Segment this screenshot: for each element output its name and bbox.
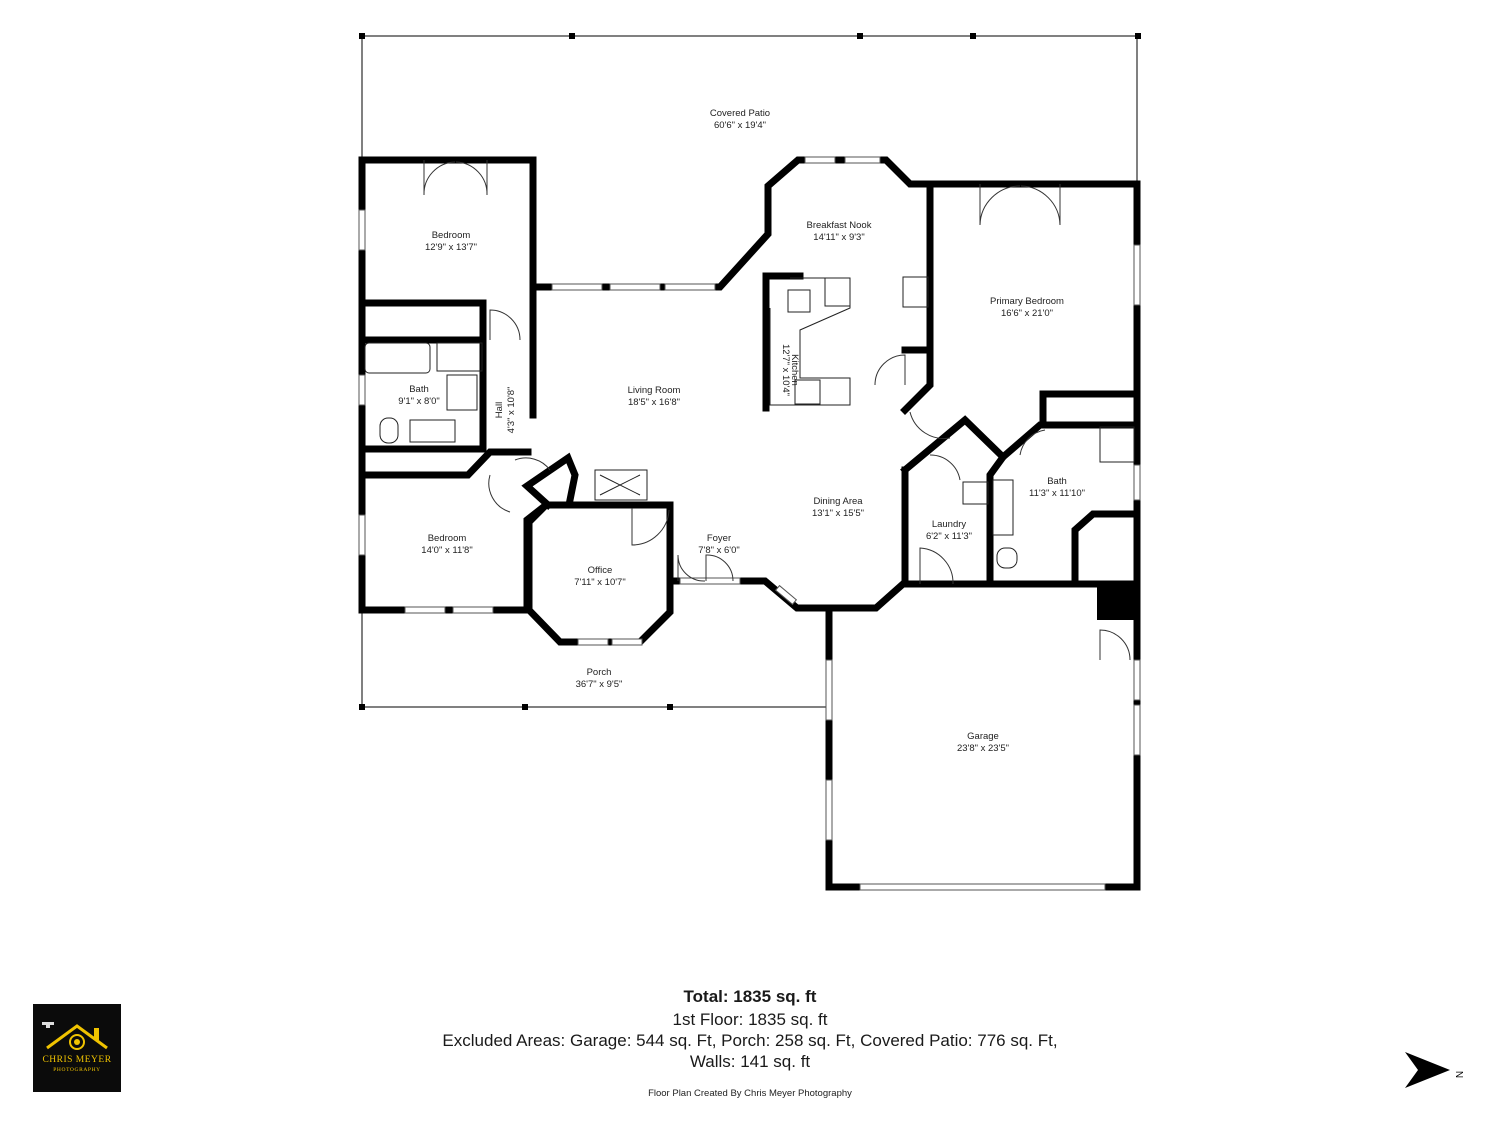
fireplace-icon bbox=[594, 469, 648, 501]
room-labels: Covered Patio 60'6" x 19'4" Bedroom 12'9… bbox=[398, 108, 1085, 754]
covered-patio-dim: 60'6" x 19'4" bbox=[714, 120, 766, 131]
bedroom-sw-name: Bedroom bbox=[428, 533, 467, 544]
floor-plan: Covered Patio 60'6" x 19'4" Bedroom 12'9… bbox=[358, 33, 1141, 891]
living-room-dim: 18'5" x 16'8" bbox=[628, 397, 680, 408]
kitchen-dim: 12'7" x 10'4" bbox=[780, 344, 791, 396]
credit-line: Floor Plan Created By Chris Meyer Photog… bbox=[648, 1088, 852, 1099]
windows bbox=[358, 156, 1141, 891]
dining-area-dim: 13'1" x 15'5" bbox=[812, 508, 864, 519]
logo-tagline: PHOTOGRAPHY bbox=[53, 1067, 101, 1073]
first-floor-area: 1st Floor: 1835 sq. ft bbox=[672, 1010, 828, 1029]
washer-icon bbox=[962, 481, 989, 505]
hall-name: Hall bbox=[494, 402, 505, 418]
shower-icon-east bbox=[1099, 426, 1135, 463]
dining-area-name: Dining Area bbox=[813, 496, 863, 507]
toilet-icon bbox=[379, 417, 399, 444]
primary-bedroom-name: Primary Bedroom bbox=[990, 296, 1064, 307]
breakfast-nook-dim: 14'11" x 9'3" bbox=[813, 232, 864, 243]
porch-outline bbox=[359, 610, 828, 710]
north-arrow-icon bbox=[1405, 1052, 1450, 1088]
bath-east-name: Bath bbox=[1047, 476, 1067, 487]
north-label: N bbox=[1453, 1070, 1465, 1079]
bath-west-dim: 9'1" x 8'0" bbox=[398, 396, 440, 407]
stove-icon bbox=[794, 379, 821, 405]
doors bbox=[423, 160, 1131, 661]
logo-name: CHRIS MEYER bbox=[42, 1055, 112, 1065]
covered-patio-outline bbox=[359, 33, 1141, 182]
bathtub-icon bbox=[364, 342, 431, 374]
company-logo: CHRIS MEYER PHOTOGRAPHY bbox=[33, 1004, 121, 1092]
toilet-icon-east bbox=[996, 547, 1018, 569]
exterior-walls bbox=[358, 156, 1141, 891]
garage-name: Garage bbox=[967, 731, 999, 742]
bedroom-nw-name: Bedroom bbox=[432, 230, 471, 241]
covered-patio-name: Covered Patio bbox=[710, 108, 770, 119]
office-dim: 7'11" x 10'7" bbox=[574, 577, 625, 588]
bath-east-dim: 11'3" x 11'10" bbox=[1029, 488, 1085, 499]
excluded-areas: Excluded Areas: Garage: 544 sq. Ft, Porc… bbox=[442, 1031, 1058, 1050]
bedroom-nw-dim: 12'9" x 13'7" bbox=[425, 242, 477, 253]
kitchen-name: Kitchen bbox=[789, 354, 800, 386]
bedroom-sw-dim: 14'0" x 11'8" bbox=[421, 545, 472, 556]
logo-house-icon bbox=[42, 1022, 108, 1050]
fixtures bbox=[364, 276, 1137, 620]
foyer-name: Foyer bbox=[707, 533, 731, 544]
porch-name: Porch bbox=[587, 667, 612, 678]
porch-dim: 36'7" x 9'5" bbox=[576, 679, 623, 690]
interior-walls bbox=[358, 180, 1141, 588]
living-room-name: Living Room bbox=[628, 385, 681, 396]
foyer-dim: 7'8" x 6'0" bbox=[698, 545, 740, 556]
total-area: Total: 1835 sq. ft bbox=[683, 987, 817, 1006]
laundry-name: Laundry bbox=[932, 519, 967, 530]
breakfast-nook-name: Breakfast Nook bbox=[807, 220, 872, 231]
office-name: Office bbox=[588, 565, 613, 576]
walls-area: Walls: 141 sq. ft bbox=[689, 1052, 811, 1071]
shower-icon bbox=[446, 374, 478, 411]
sink-icon bbox=[409, 419, 456, 443]
bath-west-name: Bath bbox=[409, 384, 429, 395]
laundry-dim: 6'2" x 11'3" bbox=[926, 531, 972, 542]
primary-bedroom-dim: 16'6" x 21'0" bbox=[1001, 308, 1053, 319]
vanity-icon bbox=[992, 479, 1014, 536]
kitchen-sink-icon bbox=[787, 289, 811, 313]
garage-dim: 23'8" x 23'5" bbox=[957, 743, 1009, 754]
fridge-icon bbox=[902, 276, 929, 308]
hall-dim: 4'3" x 10'8" bbox=[506, 387, 517, 434]
